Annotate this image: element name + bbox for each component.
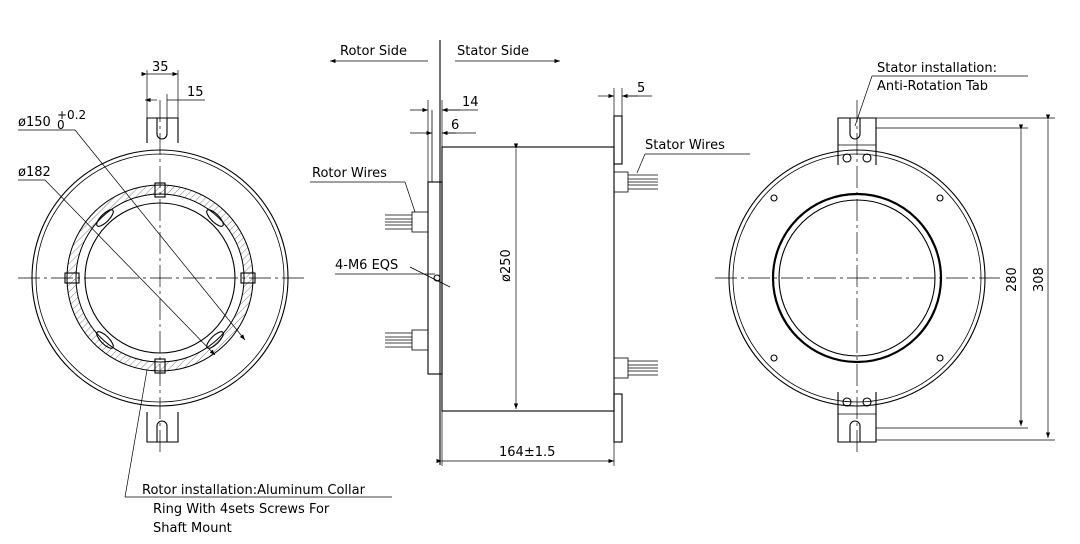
rotor-wire-bundle-top xyxy=(385,211,429,233)
right-view-stator-end: Stator installation: Anti-Rotation Tab 2… xyxy=(715,61,1055,455)
stator-wire-bundle-bottom xyxy=(613,357,658,379)
rotor-side-label: Rotor Side xyxy=(340,44,407,59)
rotor-top-tab xyxy=(146,117,179,143)
rotor-install-line3: Shaft Mount xyxy=(153,521,232,536)
dim-308-label: 308 xyxy=(1032,267,1047,292)
dim-phi250-label: ø250 xyxy=(499,249,514,282)
rotor-wire-bundle-bottom xyxy=(385,329,429,351)
rotor-bottom-tab xyxy=(146,412,179,443)
left-view-rotor-end: 35 15 ø150 +0.2 0 ø182 Rotor installatio… xyxy=(18,60,392,536)
rotor-install-line1: Rotor installation:Aluminum Collar xyxy=(142,483,366,498)
stator-side-label: Stator Side xyxy=(457,44,529,59)
dim-14-label: 14 xyxy=(462,95,479,110)
stator-wires-label: Stator Wires xyxy=(645,138,725,153)
aluminum-collar-ring xyxy=(66,184,254,372)
dim-280-label: 280 xyxy=(1005,267,1020,292)
dim-phi182-label: ø182 xyxy=(18,165,51,180)
stator-install-line1: Stator installation: xyxy=(877,61,997,76)
slip-ring-body xyxy=(441,146,615,412)
center-view-side: Rotor Side Stator Side xyxy=(310,40,750,466)
dim-5-label: 5 xyxy=(637,81,645,96)
dim-164-label: 164±1.5 xyxy=(499,445,555,460)
dim-35-label: 35 xyxy=(152,60,169,75)
dim-phi150-label: ø150 xyxy=(18,115,51,130)
dim-phi150-tol-lower: 0 xyxy=(57,118,65,132)
dim-phi150-tol-upper: +0.2 xyxy=(57,108,86,122)
m6-eqs-label: 4-M6 EQS xyxy=(335,258,398,273)
dim-6-label: 6 xyxy=(451,118,459,133)
rotor-wires-label: Rotor Wires xyxy=(312,166,387,181)
rotor-install-line2: Ring With 4sets Screws For xyxy=(153,502,330,517)
stator-wire-bundle-top xyxy=(613,171,658,193)
stator-install-line2: Anti-Rotation Tab xyxy=(877,79,988,94)
dim-15-label: 15 xyxy=(187,85,204,100)
